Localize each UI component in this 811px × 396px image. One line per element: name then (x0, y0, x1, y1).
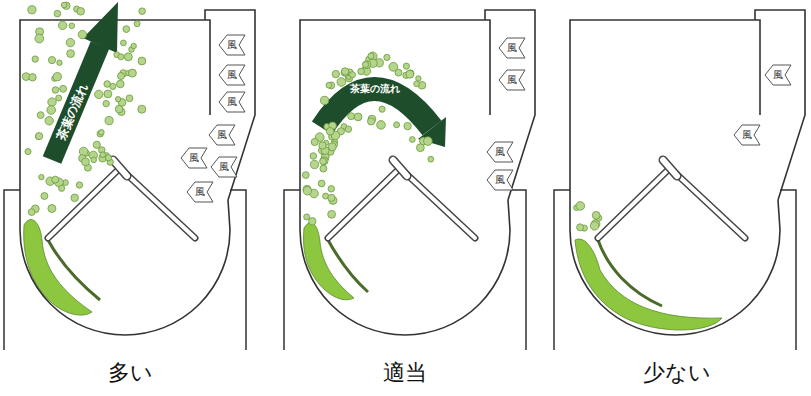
wind-label: 風 (227, 97, 237, 107)
wind-label: 風 (507, 75, 517, 85)
wind-arrow (181, 148, 207, 168)
wind-label: 風 (217, 130, 227, 140)
wind-label: 風 (189, 153, 199, 163)
wind-arrow (219, 92, 245, 112)
wind-arrow (219, 65, 245, 85)
wind-arrow (499, 70, 525, 90)
wind-arrow (487, 142, 513, 162)
wind-arrow (211, 157, 237, 177)
wind-arrow (187, 182, 213, 202)
condition-label: 多い (108, 362, 153, 384)
wind-arrow (219, 35, 245, 55)
wind-label: 風 (227, 40, 237, 50)
condition-label: 適当 (383, 362, 427, 384)
flow-label: 茶葉の流れ (350, 84, 400, 94)
wind-label: 風 (773, 70, 783, 80)
wind-label: 風 (507, 43, 517, 53)
wind-arrow (765, 65, 791, 85)
wind-label: 風 (227, 70, 237, 80)
condition-label: 少ない (643, 362, 711, 384)
wind-label: 風 (195, 187, 205, 197)
wind-arrow (499, 38, 525, 58)
wind-label: 風 (495, 175, 505, 185)
wind-label: 風 (742, 130, 752, 140)
wind-arrow (487, 170, 513, 190)
wind-label: 風 (219, 162, 229, 172)
wind-label: 風 (495, 147, 505, 157)
wind-arrow (734, 125, 760, 145)
wind-arrow (209, 125, 235, 145)
